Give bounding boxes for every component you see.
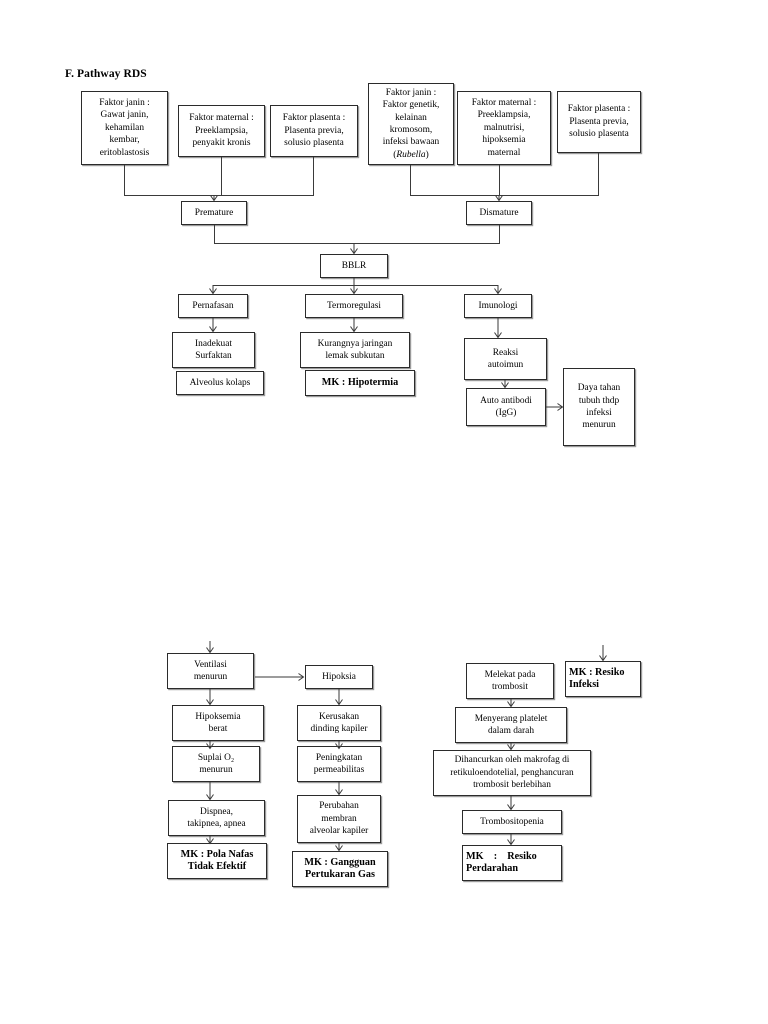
connector-line xyxy=(124,195,314,196)
connector-line xyxy=(124,165,125,195)
connector-line xyxy=(221,157,222,195)
node-faktor-maternal-1: Faktor maternal :Preeklampsia,penyakit k… xyxy=(178,105,265,157)
node-dismature: Dismature xyxy=(466,201,532,225)
node-label: MK : Hipotermia xyxy=(321,376,399,388)
node-label: Pernafasan xyxy=(192,300,234,311)
node-label: Termoregulasi xyxy=(326,300,381,311)
connector-line xyxy=(499,165,500,195)
node-label: Auto antibodi(IgG) xyxy=(480,395,532,418)
connector-line xyxy=(410,165,411,195)
node-imunologi: Imunologi xyxy=(464,294,532,318)
node-label: Faktor plasenta :Plasenta previa,solusio… xyxy=(282,113,346,149)
node-trombositopenia: Trombositopenia xyxy=(462,810,562,834)
node-label: Hipoksia xyxy=(322,671,356,682)
connector-line xyxy=(213,285,498,286)
connector-line xyxy=(313,157,314,195)
node-label: Faktor plasenta :Plasenta previa,solusio… xyxy=(567,104,631,140)
node-label: Trombositopenia xyxy=(480,816,544,827)
connector-line xyxy=(410,195,599,196)
node-hipoksia: Hipoksia xyxy=(305,665,373,689)
connector-line xyxy=(598,153,599,195)
node-label: BBLR xyxy=(341,260,367,271)
node-label: Dismature xyxy=(479,207,519,218)
node-label: Imunologi xyxy=(478,300,518,311)
node-mk-hipotermia: MK : Hipotermia xyxy=(305,370,415,396)
node-faktor-plasenta-2: Faktor plasenta :Plasenta previa,solusio… xyxy=(557,91,641,153)
connector-line xyxy=(214,225,215,243)
node-auto-antibodi: Auto antibodi(IgG) xyxy=(466,388,546,426)
node-label: Dispnea,takipnea, apnea xyxy=(187,806,246,829)
page-title: F. Pathway RDS xyxy=(65,68,147,80)
node-faktor-plasenta-1: Faktor plasenta :Plasenta previa,solusio… xyxy=(270,105,358,157)
node-alveolus-kolaps: Alveolus kolaps xyxy=(176,371,264,395)
node-termoregulasi: Termoregulasi xyxy=(305,294,403,318)
node-label: Alveolus kolaps xyxy=(189,377,251,388)
connector-line xyxy=(214,243,500,244)
node-premature: Premature xyxy=(181,201,247,225)
connector-line xyxy=(499,225,500,243)
node-faktor-maternal-2: Faktor maternal :Preeklampsia,malnutrisi… xyxy=(457,91,551,165)
node-label: Faktor maternal :Preeklampsia,malnutrisi… xyxy=(471,97,537,158)
node-pernafasan: Pernafasan xyxy=(178,294,248,318)
node-label: Faktor maternal :Preeklampsia,penyakit k… xyxy=(189,113,254,149)
node-label: Premature xyxy=(194,207,234,218)
node-dispnea: Dispnea,takipnea, apnea xyxy=(168,800,265,836)
node-bblr: BBLR xyxy=(320,254,388,278)
